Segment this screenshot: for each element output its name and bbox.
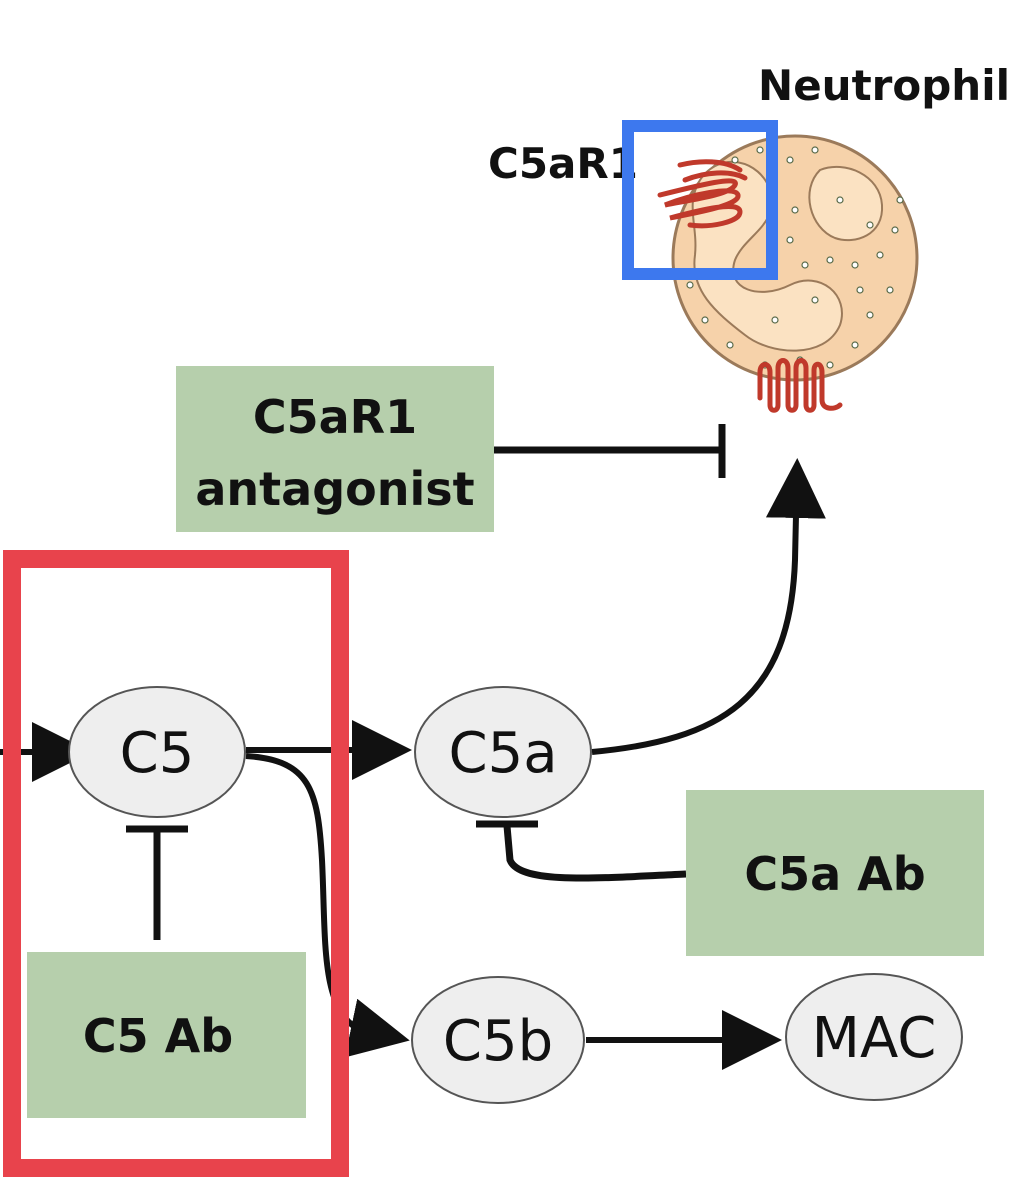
c5ar1-antagonist-box xyxy=(176,366,494,532)
c5-highlight-box xyxy=(3,550,349,1177)
antagonist-label-line2: antagonist xyxy=(195,462,474,516)
antagonist-label-line1: C5aR1 xyxy=(253,390,417,444)
mac-node xyxy=(785,973,963,1101)
c5a-node-label: C5a xyxy=(448,721,557,786)
c5-ab-inhibition-line xyxy=(126,825,188,940)
c5ar1-receptor-lower xyxy=(757,358,843,413)
c5a-ab-label: C5a Ab xyxy=(744,847,925,901)
c5a-ab-inhibition-line xyxy=(476,820,687,882)
c5ar1-receptor-upper xyxy=(657,159,748,229)
c5b-node xyxy=(411,976,585,1104)
c5ar1-label: C5aR1 xyxy=(488,139,638,188)
c5a-to-neutrophil-arrow xyxy=(591,458,826,755)
c5-ab-label: C5 Ab xyxy=(83,1009,233,1063)
c5-node-label: C5 xyxy=(120,721,195,786)
c5a-ab-box xyxy=(686,790,984,956)
c5b-node-label: C5b xyxy=(443,1009,553,1074)
c5-node xyxy=(68,686,246,818)
mac-node-label: MAC xyxy=(812,1006,937,1071)
neutrophil-label: Neutrophil xyxy=(758,61,1010,110)
antagonist-inhibition-line xyxy=(494,424,726,478)
c5a-node xyxy=(414,686,592,818)
c5-ab-box xyxy=(27,952,306,1118)
receptor-highlight-box xyxy=(622,120,778,280)
neutrophil-cell xyxy=(657,134,919,413)
